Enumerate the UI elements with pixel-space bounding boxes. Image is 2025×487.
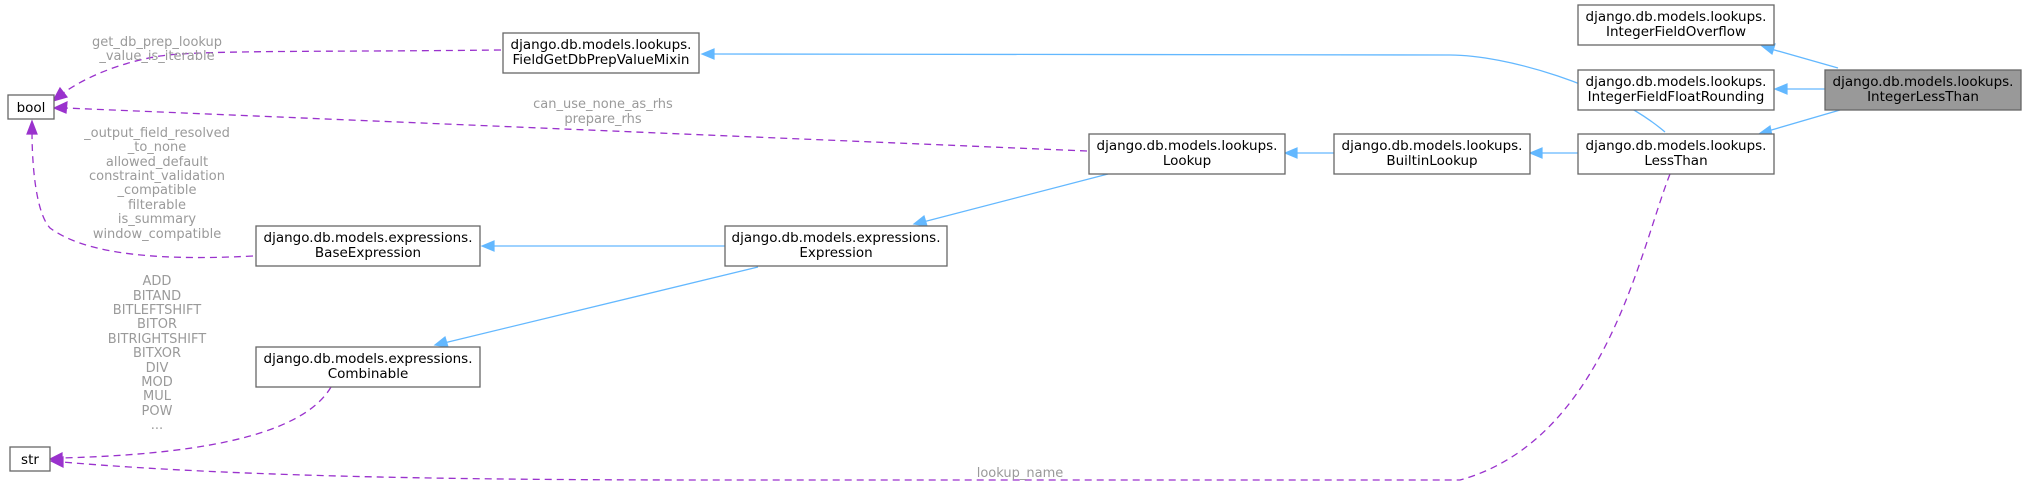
label-mul: MUL bbox=[143, 389, 172, 404]
label-bitand: BITAND bbox=[133, 289, 181, 304]
node-bool[interactable]: bool bbox=[7, 94, 55, 120]
label-prepare-rhs: prepare_rhs bbox=[564, 112, 641, 127]
label-pow: POW bbox=[142, 404, 173, 419]
label-constraint-validation: constraint_validation bbox=[89, 169, 225, 184]
arrowhead-str-from-lessthan bbox=[49, 456, 64, 468]
svg-text:django.db.models.lookups.: django.db.models.lookups. bbox=[1097, 138, 1278, 154]
edge-integerlessthan-to-lessthan bbox=[1767, 109, 1841, 132]
label-bitxor: BITXOR bbox=[133, 346, 181, 361]
svg-text:IntegerFieldFloatRounding: IntegerFieldFloatRounding bbox=[1588, 89, 1765, 105]
label-can-use-none-as-rhs: can_use_none_as_rhs bbox=[533, 97, 673, 112]
edge-baseexpression-to-bool bbox=[31, 131, 254, 259]
label-bitrightshift: BITRIGHTSHIFT bbox=[108, 332, 206, 347]
label-output-field-resolved: _output_field_resolved bbox=[83, 126, 230, 141]
edge-lookup-to-bool bbox=[64, 107, 1088, 152]
edge-lessthan-to-str bbox=[61, 173, 1671, 481]
svg-text:django.db.models.lookups.: django.db.models.lookups. bbox=[511, 37, 692, 53]
label-is-summary: is_summary bbox=[118, 212, 197, 227]
label-to-none: _to_none bbox=[127, 140, 186, 155]
arrowhead-builtinlookup bbox=[1528, 147, 1543, 159]
label-div: DIV bbox=[146, 361, 169, 376]
node-integer-less-than[interactable]: django.db.models.lookups. IntegerLessTha… bbox=[1824, 69, 2022, 111]
nodes: django.db.models.lookups. IntegerLessTha… bbox=[7, 4, 2022, 472]
svg-text:LessThan: LessThan bbox=[1644, 153, 1707, 169]
svg-text:Combinable: Combinable bbox=[328, 366, 409, 382]
node-field-get-db-prep-value-mixin[interactable]: django.db.models.lookups. FieldGetDbPrep… bbox=[502, 32, 700, 74]
svg-text:IntegerLessThan: IntegerLessThan bbox=[1867, 89, 1979, 105]
node-str[interactable]: str bbox=[9, 446, 51, 472]
label-lookup-name: lookup_name bbox=[977, 466, 1064, 481]
label-get-db-prep-lookup: get_db_prep_lookup bbox=[92, 35, 222, 50]
svg-text:django.db.models.lookups.: django.db.models.lookups. bbox=[1833, 74, 2014, 90]
node-builtin-lookup[interactable]: django.db.models.lookups. BuiltinLookup bbox=[1333, 133, 1531, 175]
svg-text:django.db.models.expressions.: django.db.models.expressions. bbox=[264, 351, 473, 367]
edge-integerlessthan-to-integerfieldoverflow bbox=[1770, 48, 1839, 69]
svg-text:django.db.models.lookups.: django.db.models.lookups. bbox=[1586, 9, 1767, 25]
svg-text:BaseExpression: BaseExpression bbox=[315, 245, 421, 261]
label-add: ADD bbox=[143, 274, 172, 289]
node-less-than[interactable]: django.db.models.lookups. LessThan bbox=[1577, 133, 1775, 175]
label-compatible: _compatible bbox=[116, 183, 196, 198]
svg-text:Expression: Expression bbox=[799, 245, 872, 261]
label-mod: MOD bbox=[141, 375, 172, 390]
node-expression[interactable]: django.db.models.expressions. Expression bbox=[724, 225, 948, 267]
svg-text:Lookup: Lookup bbox=[1163, 153, 1211, 169]
node-integer-field-float-rounding[interactable]: django.db.models.lookups. IntegerFieldFl… bbox=[1577, 69, 1775, 111]
label-ellipsis: ... bbox=[151, 418, 163, 433]
label-value-is-iterable: _value_is_iterable bbox=[98, 49, 214, 64]
arrowhead-bool-from-mixin bbox=[51, 86, 69, 102]
svg-text:django.db.models.lookups.: django.db.models.lookups. bbox=[1586, 138, 1767, 154]
svg-text:django.db.models.lookups.: django.db.models.lookups. bbox=[1342, 138, 1523, 154]
edge-labels: get_db_prep_lookup _value_is_iterable ca… bbox=[83, 35, 1063, 481]
edge-lessthan-to-fieldgetdbprepvaluemixin bbox=[711, 53, 1666, 133]
label-bitleftshift: BITLEFTSHIFT bbox=[113, 303, 201, 318]
arrowhead-baseexpression bbox=[480, 240, 495, 252]
inheritance-edges bbox=[433, 43, 1841, 348]
label-allowed-default: allowed_default bbox=[106, 155, 208, 170]
edge-lookup-to-expression bbox=[922, 173, 1109, 223]
arrowhead-expression bbox=[912, 214, 928, 227]
edge-expression-to-combinable bbox=[443, 266, 759, 344]
svg-text:IntegerFieldOverflow: IntegerFieldOverflow bbox=[1606, 24, 1746, 40]
svg-text:FieldGetDbPrepValueMixin: FieldGetDbPrepValueMixin bbox=[513, 52, 690, 68]
svg-text:BuiltinLookup: BuiltinLookup bbox=[1386, 153, 1477, 169]
label-bitor: BITOR bbox=[137, 317, 177, 332]
node-lookup[interactable]: django.db.models.lookups. Lookup bbox=[1088, 133, 1286, 175]
node-base-expression[interactable]: django.db.models.expressions. BaseExpres… bbox=[255, 225, 481, 267]
edge-fieldgetdbprepvaluemixin-to-bool bbox=[61, 49, 502, 95]
svg-text:django.db.models.expressions.: django.db.models.expressions. bbox=[264, 230, 473, 246]
edge-combinable-to-str bbox=[59, 386, 332, 459]
node-combinable[interactable]: django.db.models.expressions. Combinable bbox=[255, 346, 481, 388]
arrowhead-bool-from-baseexpression bbox=[26, 119, 38, 135]
svg-text:django.db.models.expressions.: django.db.models.expressions. bbox=[732, 230, 941, 246]
arrowhead-fieldgetdbprepvaluemixin bbox=[700, 48, 715, 60]
arrowhead-combinable bbox=[433, 335, 449, 348]
label-filterable: filterable bbox=[128, 198, 186, 213]
arrowhead-integerfieldfloatrounding bbox=[1773, 83, 1788, 95]
node-integer-field-overflow[interactable]: django.db.models.lookups. IntegerFieldOv… bbox=[1577, 4, 1775, 46]
usage-edges bbox=[26, 49, 1671, 481]
label-window-compatible: window_compatible bbox=[93, 227, 221, 242]
arrowhead-bool-from-lookup bbox=[52, 101, 68, 114]
svg-text:django.db.models.lookups.: django.db.models.lookups. bbox=[1586, 74, 1767, 90]
arrowhead-lookup bbox=[1283, 147, 1298, 159]
svg-text:bool: bool bbox=[17, 100, 46, 116]
svg-text:str: str bbox=[21, 452, 39, 468]
